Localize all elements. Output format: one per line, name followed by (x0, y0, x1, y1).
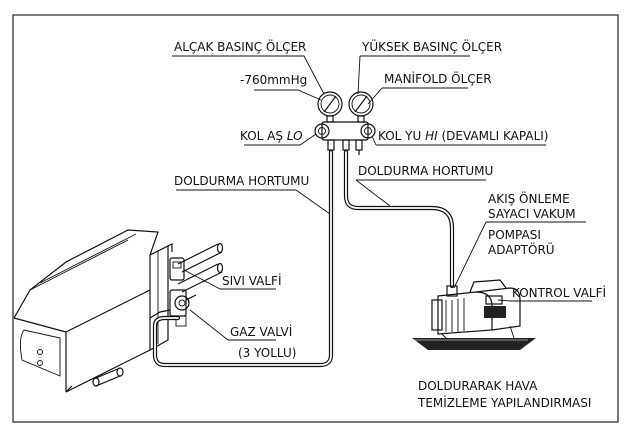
gas-valve-label-line2: (3 YOLLU) (238, 346, 297, 360)
high-pressure-gauge-label: YÜKSEK BASINÇ ÖLÇER (361, 38, 502, 54)
diagram-frame (12, 14, 619, 423)
manifold-gauge-label: MANİFOLD ÖLÇER (384, 70, 492, 86)
backflow-label-line4: ADAPTÖRÜ (488, 241, 555, 257)
charge-hose-right-label: DOLDURMA HORTUMU (358, 164, 493, 178)
liquid-valve-label: SIVI VALFİ (222, 273, 282, 288)
control-valve-label: KONTROL VALFİ (512, 285, 606, 300)
low-pressure-gauge-label: ALÇAK BASINÇ ÖLÇER (174, 38, 306, 54)
service-valves (149, 242, 224, 327)
open-lo-italic: LO (287, 129, 303, 143)
manifold-gauge (314, 91, 376, 155)
gas-valve-label-line1: GAZ VALVİ (230, 324, 292, 339)
backflow-label-line3: POMPASI (488, 228, 541, 242)
open-lo-label: KOL AŞ LO (240, 129, 303, 143)
close-hi-suffix: (DEVAMLI KAPALI) (438, 129, 549, 143)
leader-lines (172, 55, 592, 341)
labels: ALÇAK BASINÇ ÖLÇER YÜKSEK BASINÇ ÖLÇER -… (174, 38, 606, 410)
charge-hoses (152, 149, 455, 368)
charge-hose-left-label: DOLDURMA HORTUMU (174, 174, 309, 188)
close-hi-italic: HI (425, 129, 438, 143)
close-hi-label: KOL YU HI (DEVAMLI KAPALI) (378, 129, 548, 143)
caption-line2: TEMİZLEME YAPILANDIRMASI (417, 395, 591, 410)
close-hi-prefix: KOL YU (378, 129, 425, 143)
open-lo-prefix: KOL AŞ (240, 129, 287, 143)
caption-line1: DOLDURARAK HAVA (418, 379, 538, 393)
backflow-label-line1: AKIŞ ÖNLEME (488, 190, 570, 206)
vacuum-reading-label: -760mmHg (240, 73, 307, 87)
backflow-label-line2: SAYACI VAKUM (488, 207, 576, 221)
outdoor-unit (13, 229, 173, 393)
